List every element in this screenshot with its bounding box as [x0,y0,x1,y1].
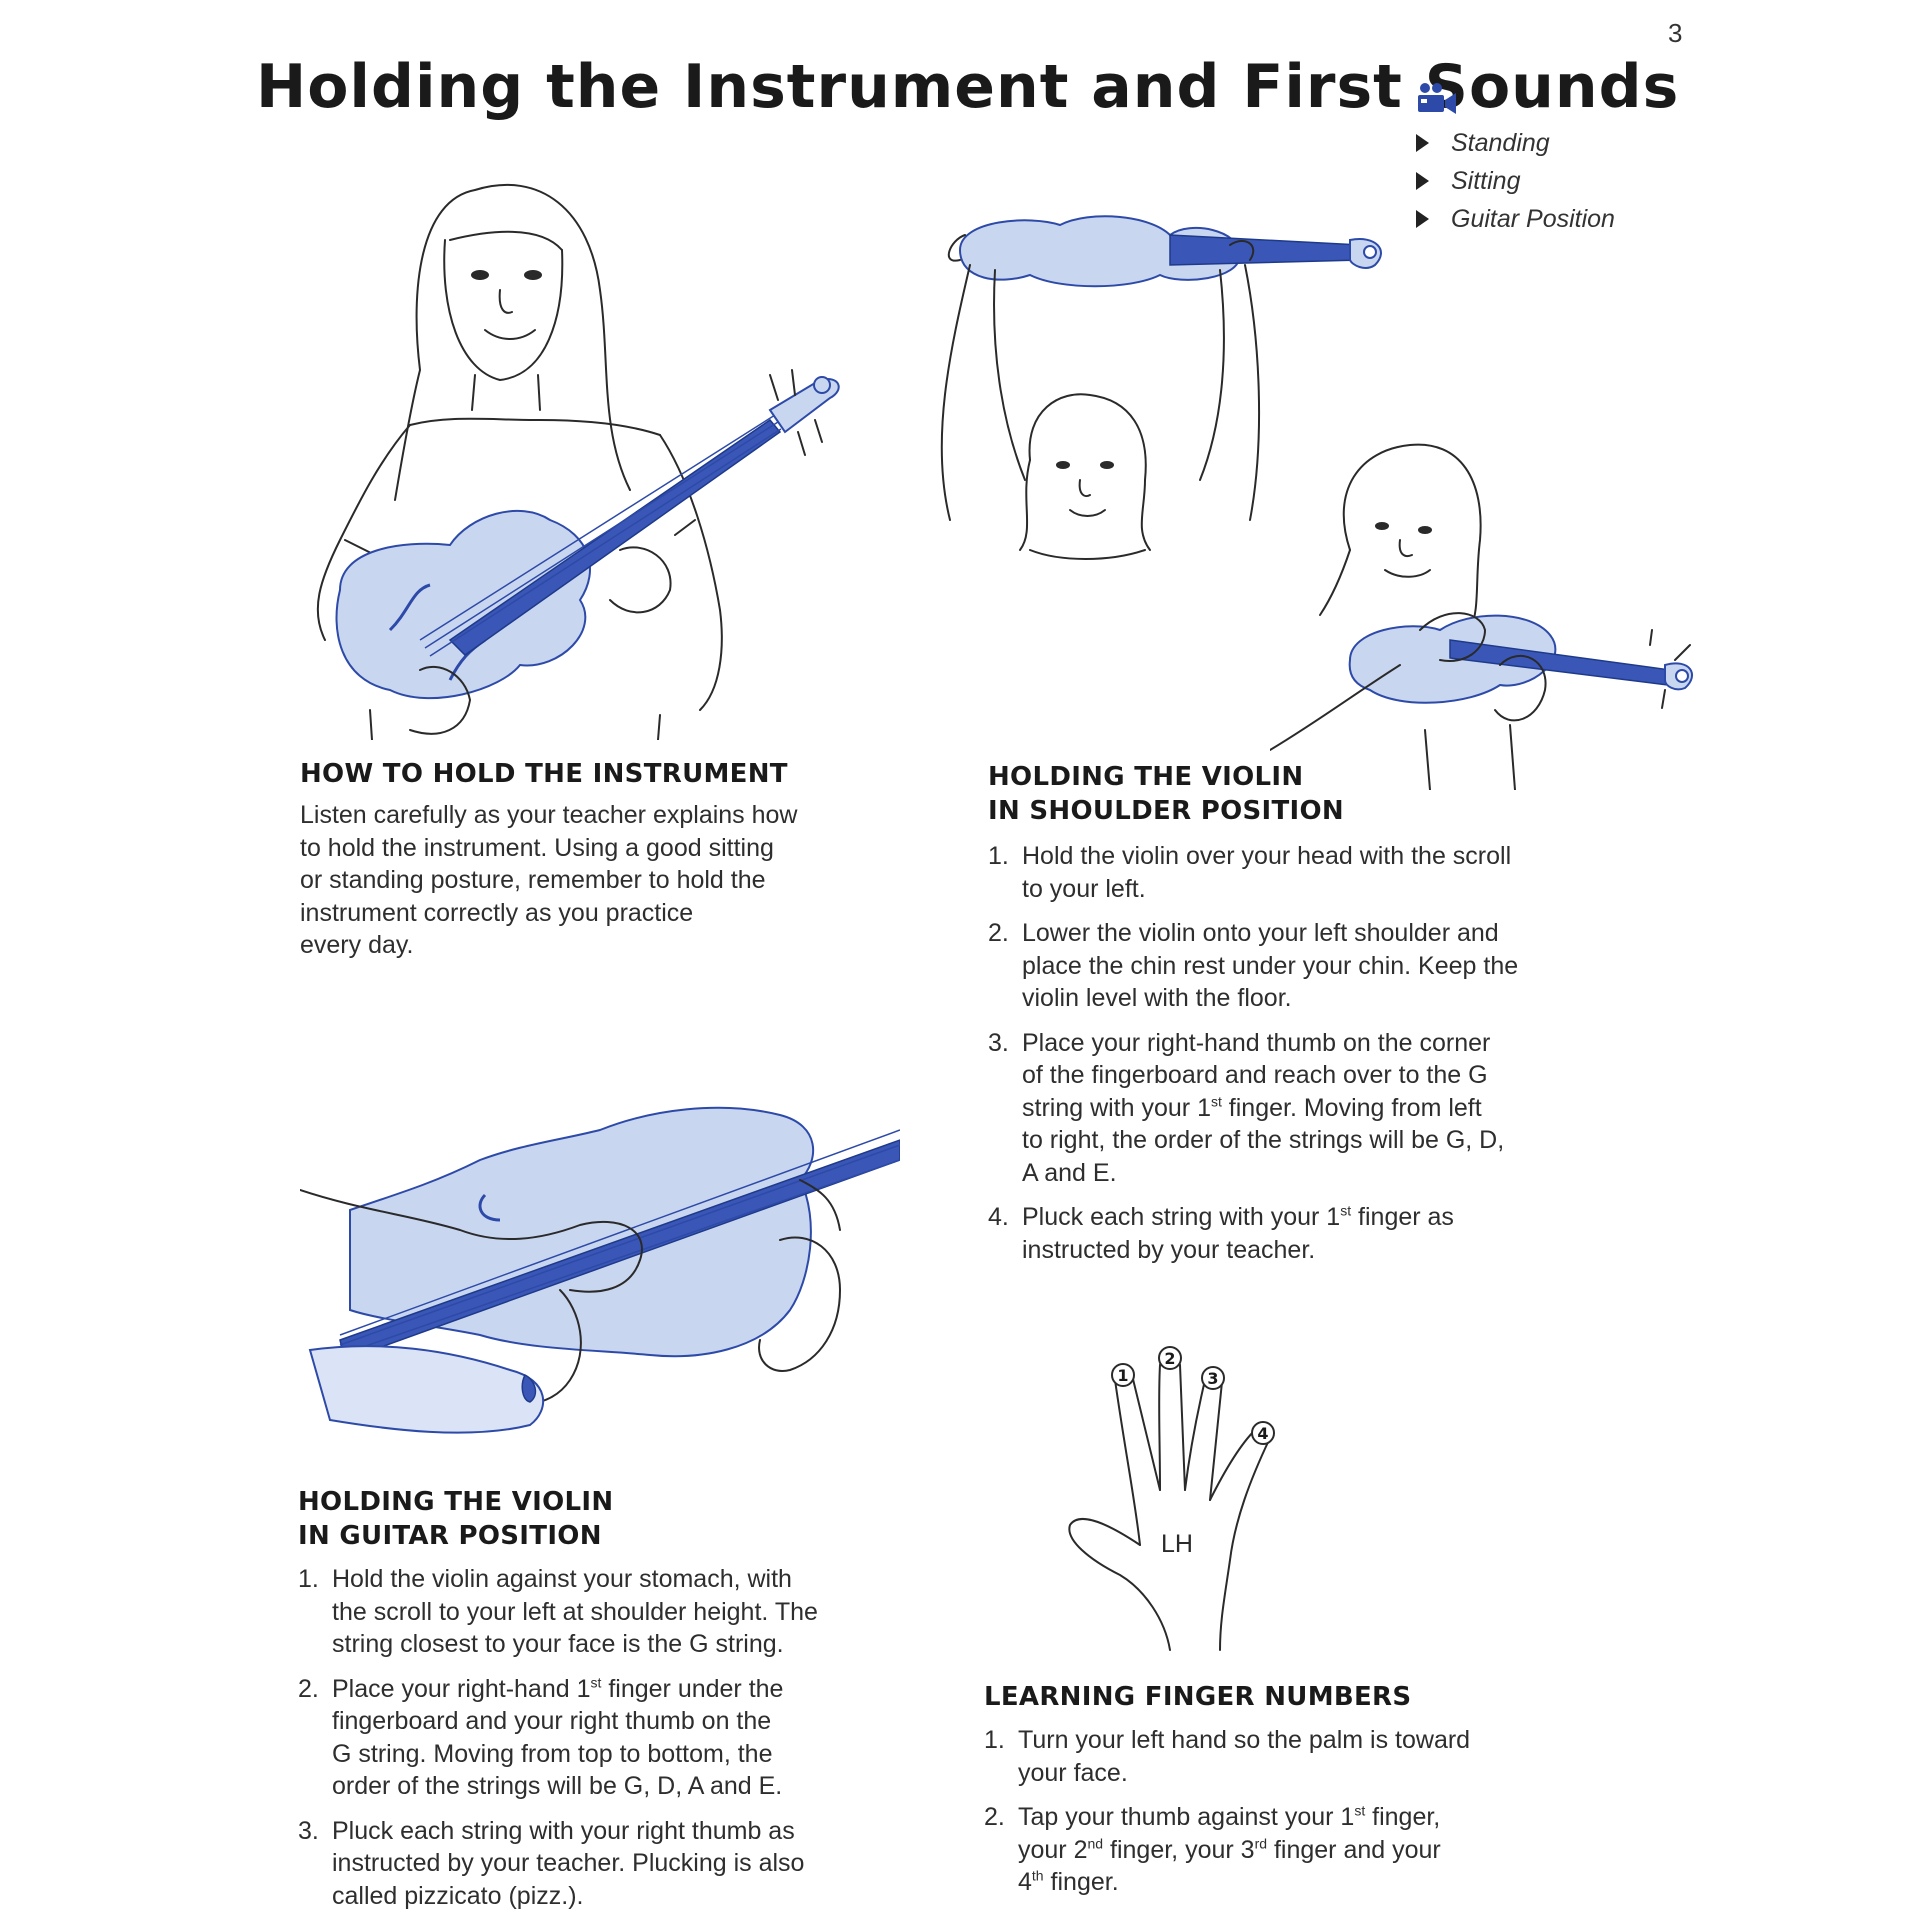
list-item: 4. Pluck each string with your 1st finge… [988,1202,1454,1264]
video-topic-list: Standing Sitting Guitar Position [1416,124,1615,238]
page-number: 3 [1668,18,1683,48]
svg-text:2: 2 [1164,1349,1175,1368]
video-topic-sitting[interactable]: Sitting [1416,162,1615,200]
list-item: 2. Lower the violin onto your left shoul… [988,919,1519,1012]
video-topic-standing[interactable]: Standing [1416,124,1615,162]
hand-label: LH [1161,1530,1193,1558]
play-triangle-icon [1416,210,1429,228]
section-guitar-position: HOLDING THE VIOLIN IN GUITAR POSITION 1.… [298,1485,898,1924]
finger-label-1: 1 [1111,1363,1135,1387]
svg-text:3: 3 [1207,1369,1218,1388]
section-heading: HOLDING THE VIOLIN IN GUITAR POSITION [298,1487,614,1551]
guitar-position-illustration [300,1106,900,1434]
violin-over-head-illustration [940,215,1382,560]
finger-label-2: 2 [1158,1346,1182,1370]
svg-text:4: 4 [1257,1424,1268,1443]
section-heading: HOW TO HOLD THE INSTRUMENT [300,759,788,789]
list-item: 3. Place your right-hand thumb on the co… [988,1028,1505,1187]
svg-text:1: 1 [1117,1366,1128,1385]
section-heading: HOLDING THE VIOLIN IN SHOULDER POSITION [988,762,1344,826]
play-triangle-icon [1416,172,1429,190]
finger-label-3: 3 [1201,1366,1225,1390]
page-title: Holding the Instrument and First Sounds [256,52,1680,122]
list-item: 1. Turn your left hand so the palm is to… [984,1726,1471,1787]
video-camera-icon [1418,83,1456,114]
shoulder-position-girl-illustration [1270,443,1694,790]
video-topic-guitar-position[interactable]: Guitar Position [1416,200,1615,238]
steps-list: 1. Hold the violin over your head with t… [988,840,1588,1266]
section-body: Listen carefully as your teacher explain… [300,801,798,959]
list-item: 2. Place your right-hand 1st finger unde… [298,1674,784,1801]
finger-label-4: 4 [1251,1421,1275,1445]
play-triangle-icon [1416,134,1429,152]
section-heading: LEARNING FINGER NUMBERS [984,1682,1412,1712]
section-how-to-hold: HOW TO HOLD THE INSTRUMENT Listen carefu… [300,757,860,962]
standing-girl-violin-illustration [316,184,840,740]
list-item: 2. Tap your thumb against your 1st finge… [984,1802,1441,1896]
section-shoulder-position: HOLDING THE VIOLIN IN SHOULDER POSITION … [988,760,1588,1278]
left-hand-diagram: 1 2 3 4 LH [1068,1346,1275,1651]
list-item: 3. Pluck each string with your right thu… [298,1816,805,1910]
list-item: 1. Hold the violin over your head with t… [988,842,1512,903]
list-item: 1. Hold the violin against your stomach,… [298,1565,818,1658]
section-finger-numbers: LEARNING FINGER NUMBERS 1. Turn your lef… [984,1680,1584,1911]
steps-list: 1. Hold the violin against your stomach,… [298,1563,898,1912]
steps-list: 1. Turn your left hand so the palm is to… [984,1724,1584,1899]
